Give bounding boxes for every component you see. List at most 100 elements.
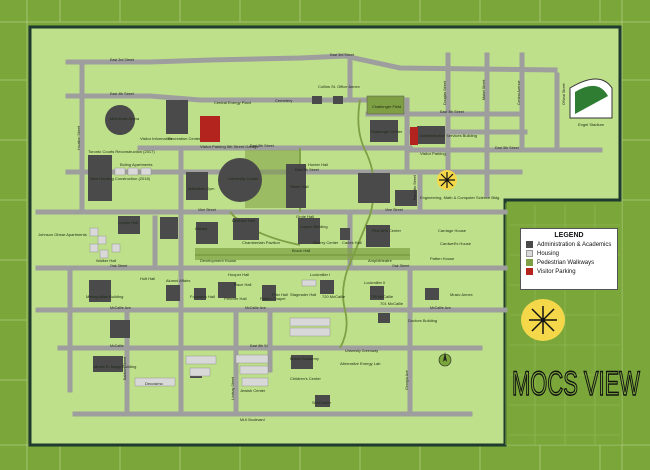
label-doctors-building: Doctors Building <box>408 318 437 323</box>
label-patten-house: Patten House <box>430 256 455 261</box>
academic-buildings[interactable] <box>88 96 445 407</box>
label-east-3rd: East 3rd Street <box>110 58 134 62</box>
label-carriage-house: Carriage House <box>438 228 467 233</box>
label-central: Central Avenue <box>517 80 521 105</box>
legend-row-walkways: Pedestrian Walkways <box>526 259 612 266</box>
building-labels: McKenzie Arena Recreation Center Central… <box>38 84 605 405</box>
label-admin-services: Administrative Services Building <box>420 133 477 138</box>
label-hunter-hall: Hunter Hall <box>308 162 328 167</box>
label-hooper-hall: Hooper Hall <box>228 272 249 277</box>
label-james-mapp: James R. Mapp Building <box>93 364 136 369</box>
label-lockmiller-2: Lockmiller II <box>364 280 385 285</box>
label-johnson-obear: Johnson Obear Apartments <box>38 232 87 237</box>
label-mccallie-701: 701 McCallie <box>380 301 404 306</box>
sun-icon-signature <box>521 299 565 341</box>
label-stagmaier: Stagmaier Hall <box>290 292 316 297</box>
label-toronto-courts: Toronto Courts Reconstruction (2017) <box>88 149 155 154</box>
legend-row-parking: Visitor Parking <box>526 268 612 275</box>
label-lockmiller-1: Lockmiller I <box>310 272 330 277</box>
label-cemetery: Cemetery <box>275 98 292 103</box>
challenger-field[interactable] <box>366 95 405 115</box>
legend-swatch-housing <box>526 250 533 257</box>
label-georgia: Georgia Ave <box>405 370 409 390</box>
label-mabel: Mabel Street <box>482 80 486 100</box>
legend-row-admin: Administration & Academics <box>526 241 612 248</box>
label-music-annex: Music Annex <box>450 292 473 297</box>
label-childrens-center: Children's Center <box>290 376 321 381</box>
label-brock-hall: Brock Hall <box>292 248 310 253</box>
label-maclellan-gym: Maclellan Gym <box>188 186 215 191</box>
label-alumni-affairs: Alumni Affairs <box>166 278 190 283</box>
engel-stadium-field <box>575 85 608 114</box>
mckenzie-arena-shape <box>105 105 135 135</box>
legend-swatch-walkways <box>526 259 533 266</box>
label-patten-chapel: Patten Chapel <box>260 296 285 301</box>
legend-label-parking: Visitor Parking <box>537 268 576 275</box>
label-engineering: Engineering, Math & Computer Science Bld… <box>420 195 499 200</box>
label-douglas: Douglas Street <box>443 81 447 105</box>
label-simcenter: SimCenter <box>312 400 332 405</box>
label-engel-stadium: Engel Stadium <box>578 122 605 127</box>
label-east-5th-right: East 5th Street <box>495 146 519 150</box>
label-mccallie-right: McCallie Ave. <box>430 306 452 310</box>
visitor-parking[interactable] <box>200 116 418 145</box>
label-fletcher-hall: Fletcher Hall <box>224 296 247 301</box>
legend-box: LEGEND Administration & Academics Housin… <box>520 228 618 290</box>
label-metropolitan: Metropolitan Building <box>86 294 123 299</box>
legend-label-walkways: Pedestrian Walkways <box>537 259 595 266</box>
label-lupton-building: Lupton Building <box>300 224 328 229</box>
street-labels: East 3rd Street East 3rd Street East 4th… <box>77 53 566 422</box>
label-baldwin: Baldwin Street <box>123 357 127 380</box>
label-amphitheatre: Amphitheatre <box>368 258 393 263</box>
label-founders-hall: Founders Hall <box>190 294 215 299</box>
label-collins-st: Collins St. Office Annex <box>318 84 360 89</box>
north-arrow-icon <box>438 352 452 367</box>
label-east-3rd-right: East 3rd Street <box>330 53 354 57</box>
label-oak-left: Oak Street <box>110 264 127 268</box>
label-lupton-hall: Lupton Hall <box>118 220 138 225</box>
label-visitor-info: Visitor Information <box>140 136 172 141</box>
label-o-neal: O'Neal Street <box>562 84 566 105</box>
label-east-4th: East 4th Street <box>110 92 134 96</box>
legend-row-housing: Housing <box>526 250 612 257</box>
label-palmetto: Palmetto Street <box>413 175 417 200</box>
label-mlk: MLK Boulevard <box>240 418 265 422</box>
label-recreation-center: Recreation Center <box>168 136 201 141</box>
legend-label-housing: Housing <box>537 250 560 257</box>
label-race-hall: Race Hall <box>234 282 251 287</box>
legend-label-admin: Administration & Academics <box>537 241 612 248</box>
label-houston: Houston Street <box>77 126 81 150</box>
label-derthick: Derthick Hall <box>232 218 255 223</box>
label-visitor-parking: Visitor Parking <box>420 151 446 156</box>
label-brown-academy: Brown Academy <box>290 356 319 361</box>
label-stone-hall: Stone Hall <box>290 184 309 189</box>
label-east-5th: East 5th Street <box>250 144 274 148</box>
housing-buildings[interactable] <box>89 167 331 387</box>
label-challenger-center: Challenger Center <box>370 129 403 134</box>
label-oak-right: Oak Street <box>392 264 409 268</box>
label-mccallie-mid: McCallie Ave. <box>245 306 267 310</box>
label-vine-right: Vine Street <box>385 208 403 212</box>
label-cadek: Cadek Hall <box>342 240 362 245</box>
label-boling: Boling Apartments <box>120 162 152 167</box>
label-vine-left: Vine Street <box>198 208 216 212</box>
label-development-house: Development House <box>200 258 237 263</box>
label-university-greenway: University Greenway <box>345 349 378 353</box>
legend-title: LEGEND <box>554 232 584 239</box>
label-library: Library <box>195 226 207 231</box>
legend-swatch-admin <box>526 241 533 248</box>
label-university-center: University Center <box>228 176 259 181</box>
legend-swatch-parking <box>526 268 533 275</box>
label-central-energy-plant: Central Energy Plant <box>214 100 252 105</box>
label-east-8th: East 8th Street <box>295 168 319 172</box>
label-mckenzie-arena: McKenzie Arena <box>110 116 140 121</box>
label-cardwell: Cardwell's House <box>440 241 472 246</box>
label-east-8th-lower: East 8th St <box>250 344 268 348</box>
label-decosimo: Decosimo <box>145 381 164 386</box>
label-mccallie-lower: McCallie <box>110 344 124 348</box>
label-walker-hall: Walker Hall <box>96 258 116 263</box>
label-fine-arts: Fine Arts Center <box>372 228 402 233</box>
label-visitor-parking-garage: Visitor Parking 5th Street Garage <box>200 144 259 149</box>
walkway-plaza <box>195 248 410 260</box>
handwritten-title: MOCS VIEW <box>512 365 640 403</box>
